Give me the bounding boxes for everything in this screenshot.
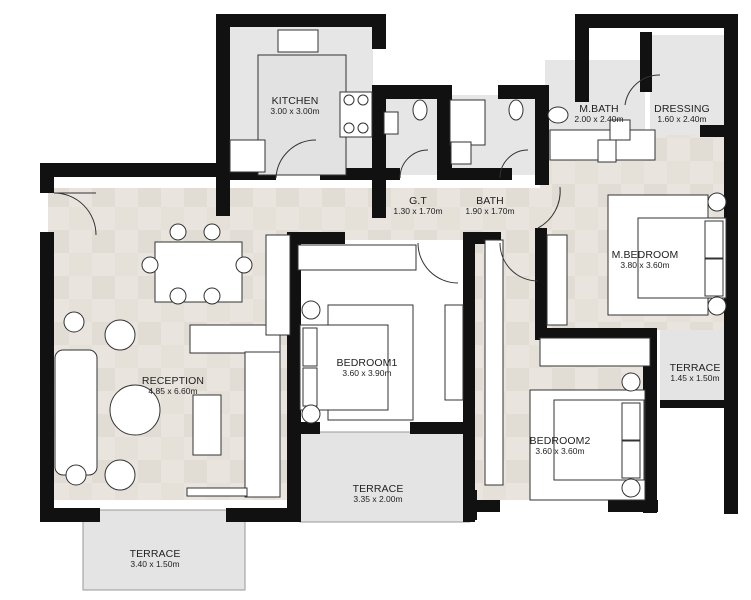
sink-mbath [609, 119, 631, 141]
room-name: RECEPTION [141, 375, 205, 387]
room-dims: 3.00 x 3.00m [270, 106, 320, 117]
room-label-terrace-recep: TERRACE 3.40 x 1.50m [129, 548, 181, 570]
room-label-bedroom2: BEDROOM2 3.60 x 3.60m [529, 435, 591, 457]
room-dims: 1.30 x 1.70m [393, 206, 443, 217]
room-label-terrace-bed1: TERRACE 3.35 x 2.00m [352, 483, 404, 505]
room-name: KITCHEN [271, 95, 319, 107]
room-dims: 2.00 x 2.40m [574, 114, 624, 125]
room-label-mbedroom: M.BEDROOM 3.80 x 3.60m [611, 249, 679, 271]
room-label-terrace-mbed: TERRACE 1.45 x 1.50m [669, 362, 721, 384]
room-name: BATH [476, 195, 504, 207]
floor-terrace-mbed [660, 330, 730, 405]
room-dims: 4.85 x 6.60m [148, 386, 198, 397]
room-dims: 1.90 x 1.70m [465, 206, 515, 217]
room-dims: 3.80 x 3.60m [620, 260, 670, 271]
room-label-kitchen: KITCHEN 3.00 x 3.00m [270, 95, 320, 117]
room-label-bedroom1: BEDROOM1 3.60 x 3.90m [336, 357, 398, 379]
room-dims: 3.60 x 3.60m [535, 446, 585, 457]
floor-gt [380, 95, 440, 175]
room-dims: 1.45 x 1.50m [670, 373, 720, 384]
furniture [53, 29, 727, 501]
room-name: TERRACE [129, 548, 181, 560]
room-dims: 1.60 x 2.40m [657, 114, 707, 125]
sectional-sofa [189, 324, 281, 354]
kitchen-island [257, 54, 347, 176]
wardrobe-bed1 [297, 244, 417, 271]
room-name: DRESSING [654, 103, 710, 115]
room-name: M.BATH [579, 103, 619, 115]
sectional-sofa-side [244, 351, 281, 498]
dining-table [154, 241, 243, 303]
room-name: M.BEDROOM [611, 249, 679, 261]
sink-gt [383, 111, 399, 135]
toilet-gt [412, 99, 428, 121]
sink-bath [450, 141, 472, 165]
storage-unit [265, 234, 291, 336]
room-label-reception: RECEPTION 4.85 x 6.60m [141, 375, 205, 397]
wardrobe-bed2-top [539, 337, 651, 367]
mbed-wardrobe [546, 234, 568, 326]
tv-console [186, 487, 248, 497]
floor-dressing [650, 35, 730, 135]
room-label-gt: G.T 1.30 x 1.70m [393, 195, 443, 217]
room-label-dressing: DRESSING 1.60 x 2.40m [654, 103, 710, 125]
fridge [229, 139, 266, 173]
room-label-mbath: M.BATH 2.00 x 2.40m [574, 103, 624, 125]
sofa-left [54, 349, 98, 476]
toilet-bath [508, 99, 524, 121]
dining-chairs [141, 223, 253, 305]
room-dims: 3.40 x 1.50m [130, 559, 180, 570]
wardrobe-bed2 [484, 239, 504, 486]
room-name: TERRACE [669, 362, 721, 374]
round-table [109, 384, 161, 436]
kitchen-sink [277, 29, 319, 53]
room-name: TERRACE [352, 483, 404, 495]
toilet-mbath [547, 106, 569, 124]
coffee-table [192, 394, 222, 456]
shower-bath [449, 99, 486, 146]
wardrobe-bed1-side [444, 304, 464, 401]
floor-terrace-recep [82, 509, 246, 591]
room-name: G.T [409, 195, 427, 207]
room-name: BEDROOM1 [336, 357, 398, 369]
floor-terrace-bed1 [299, 431, 471, 523]
room-label-bath: BATH 1.90 x 1.70m [465, 195, 515, 217]
room-dims: 3.60 x 3.90m [342, 368, 392, 379]
floor-hall [48, 188, 540, 240]
room-dims: 3.35 x 2.00m [353, 494, 403, 505]
mbed-stool [597, 139, 617, 163]
room-name: BEDROOM2 [529, 435, 591, 447]
